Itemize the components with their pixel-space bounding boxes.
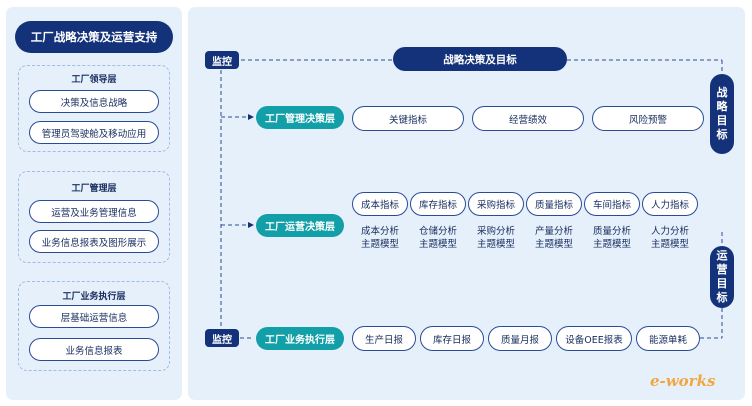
operation-goal-char: 标 — [716, 291, 728, 304]
group-management: 工厂管理层 运营及业务管理信息 业务信息报表及图形展示 — [18, 171, 170, 263]
indicator-pill: 成本指标 — [352, 192, 408, 216]
model-line: 主题模型 — [360, 239, 399, 250]
operation-goal-char: 营 — [716, 263, 728, 276]
indicator-pill: 质量指标 — [526, 192, 582, 216]
report-pill: 库存日报 — [420, 326, 484, 351]
strategy-goal-char: 略 — [716, 100, 728, 113]
operation-goal-char: 目 — [716, 277, 728, 290]
group-title: 工厂管理层 — [71, 184, 117, 194]
model-line: 主题模型 — [534, 239, 573, 250]
execution-item: 业务信息报表 — [29, 338, 159, 361]
indicator-pill: 采购指标 — [468, 192, 524, 216]
model-line: 仓储分析 — [418, 226, 457, 237]
group-title: 工厂业务执行层 — [62, 292, 126, 302]
group-execution: 工厂业务执行层 层基础运营信息 业务信息报表 — [18, 281, 170, 371]
model-line: 主题模型 — [650, 239, 689, 250]
indicator-pill: 车间指标 — [584, 192, 640, 216]
model-line: 人力分析 — [650, 226, 689, 237]
group-leadership: 工厂领导层 决策及信息战略 管理员驾驶舱及移动应用 — [18, 65, 170, 152]
performance-pill: 经营绩效 — [472, 106, 584, 131]
monitor-bottom-tag: 监控 — [205, 329, 239, 347]
indicator-pill: 库存指标 — [410, 192, 466, 216]
management-item: 运营及业务管理信息 — [29, 200, 159, 223]
strategy-goal-char: 目 — [716, 114, 728, 127]
operation-goal-tag: 运 营 目 标 — [710, 246, 734, 308]
strategy-goal-tag: 战 略 目 标 — [710, 74, 734, 154]
report-pill: 质量月报 — [488, 326, 552, 351]
model-line: 主题模型 — [592, 239, 631, 250]
model-line: 成本分析 — [360, 226, 399, 237]
theme-model: 成本分析 主题模型 — [352, 225, 408, 251]
report-pill: 设备OEE报表 — [556, 326, 632, 351]
monitor-top-tag: 监控 — [205, 51, 239, 69]
indicator-pill: 人力指标 — [642, 192, 698, 216]
left-title: 工厂战略决策及运营支持 — [15, 21, 173, 53]
group-title: 工厂领导层 — [71, 75, 117, 85]
operation-decision-label: 工厂运营决策层 — [256, 214, 344, 237]
strategy-goal-char: 标 — [716, 128, 728, 141]
model-line: 主题模型 — [476, 239, 515, 250]
strategy-banner: 战略决策及目标 — [393, 47, 567, 71]
model-line: 质量分析 — [592, 226, 631, 237]
strategy-goal-char: 战 — [716, 86, 728, 99]
leadership-item: 管理员驾驶舱及移动应用 — [29, 121, 159, 144]
model-line: 采购分析 — [476, 226, 515, 237]
operation-goal-char: 运 — [716, 249, 728, 262]
theme-model: 产量分析 主题模型 — [526, 225, 582, 251]
eworks-logo: e-works — [650, 372, 716, 390]
execution-item: 层基础运营信息 — [29, 305, 159, 328]
theme-model: 人力分析 主题模型 — [642, 225, 698, 251]
execution-layer-label: 工厂业务执行层 — [256, 327, 344, 350]
kpi-pill: 关键指标 — [352, 106, 464, 131]
management-item: 业务信息报表及图形展示 — [29, 230, 159, 253]
leadership-item: 决策及信息战略 — [29, 90, 159, 113]
report-pill: 生产日报 — [352, 326, 416, 351]
theme-model: 仓储分析 主题模型 — [410, 225, 466, 251]
management-decision-label: 工厂管理决策层 — [256, 106, 344, 129]
theme-model: 质量分析 主题模型 — [584, 225, 640, 251]
risk-alert-pill: 风险预警 — [592, 106, 704, 131]
model-line: 主题模型 — [418, 239, 457, 250]
model-line: 产量分析 — [534, 226, 573, 237]
report-pill: 能源单耗 — [636, 326, 700, 351]
theme-model: 采购分析 主题模型 — [468, 225, 524, 251]
